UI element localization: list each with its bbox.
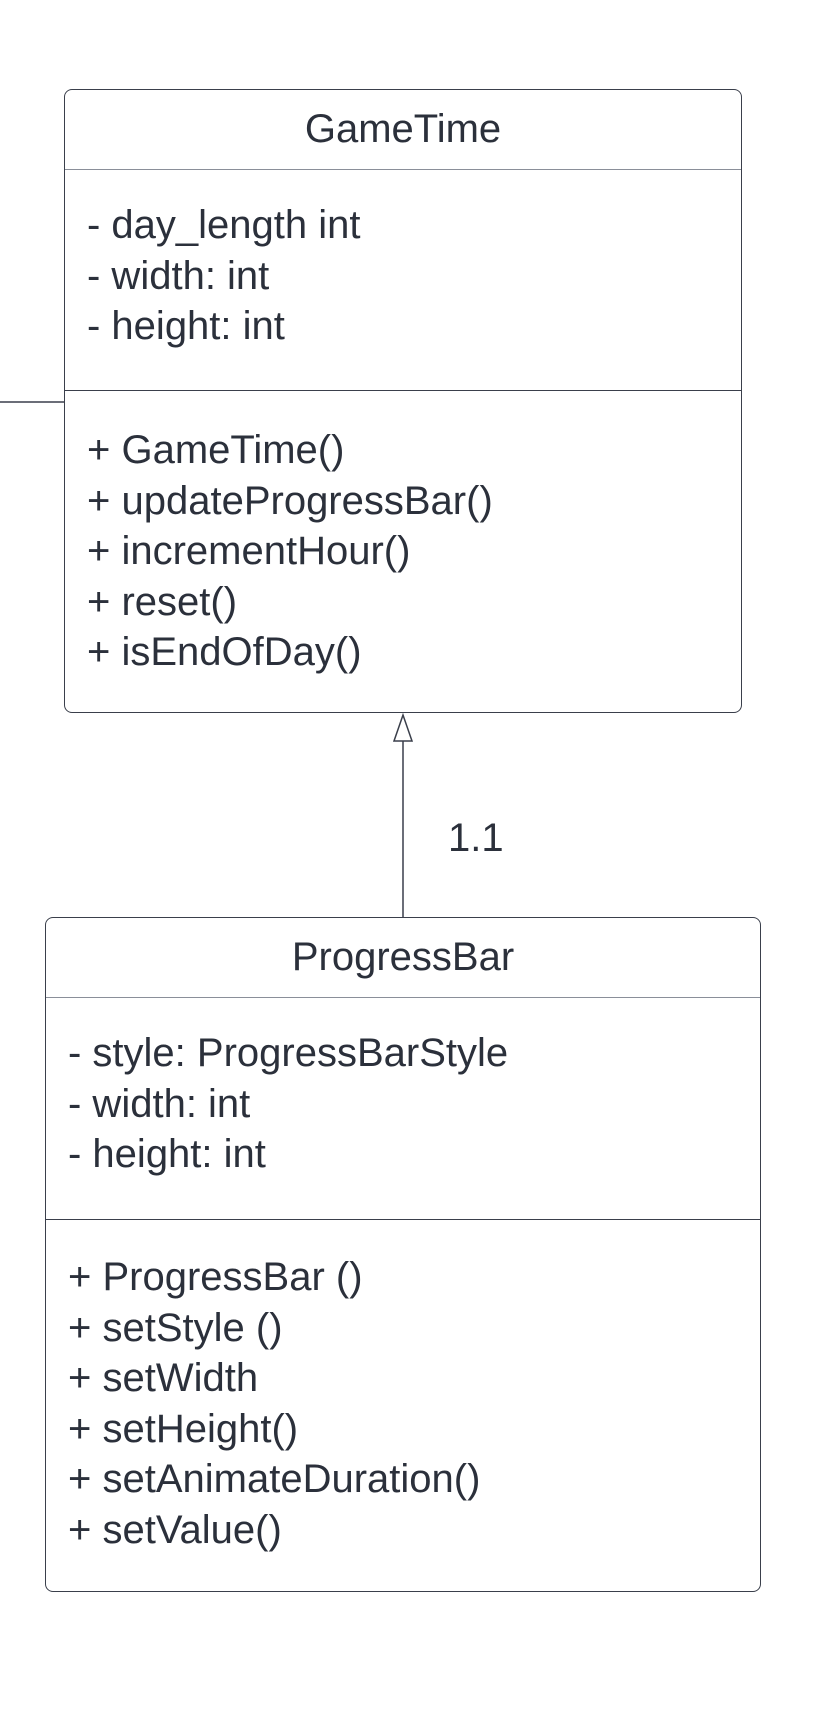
method-item: + setValue() [68,1507,282,1552]
class-progressbar[interactable]: ProgressBar - style: ProgressBarStyle - … [45,917,761,1592]
attribute-item: - style: ProgressBarStyle [68,1031,509,1075]
generalization-arrowhead [392,712,414,742]
method-item: + reset() [87,579,238,624]
method-item: + GameTime() [87,428,345,472]
attributes-section: - day_length int - width: int - height: … [65,170,741,391]
attribute-item: - height: int [68,1132,266,1176]
method-item: + ProgressBar () [68,1255,363,1299]
methods-section: + ProgressBar () + setStyle () + setWidt… [46,1220,760,1555]
attribute-item: - width: int [68,1081,251,1126]
method-item: + setAnimateDuration() [68,1457,481,1501]
method-item: + updateProgressBar() [87,478,493,523]
attribute-item: - day_length int [87,203,361,247]
method-item: + setWidth [68,1356,259,1400]
class-name-progressbar: ProgressBar [46,918,760,998]
multiplicity-label: 1.1 [448,816,504,860]
method-item: + setHeight() [68,1406,299,1451]
methods-section: + GameTime() + updateProgressBar() + inc… [65,391,741,678]
attribute-item: - width: int [87,253,270,298]
class-gametime[interactable]: GameTime - day_length int - width: int -… [64,89,742,713]
class-name-gametime: GameTime [65,90,741,170]
method-item: + setStyle () [68,1305,283,1350]
method-item: + incrementHour() [87,529,411,573]
method-item: + isEndOfDay() [87,630,362,674]
attributes-section: - style: ProgressBarStyle - width: int -… [46,998,760,1220]
attribute-item: - height: int [87,304,285,348]
